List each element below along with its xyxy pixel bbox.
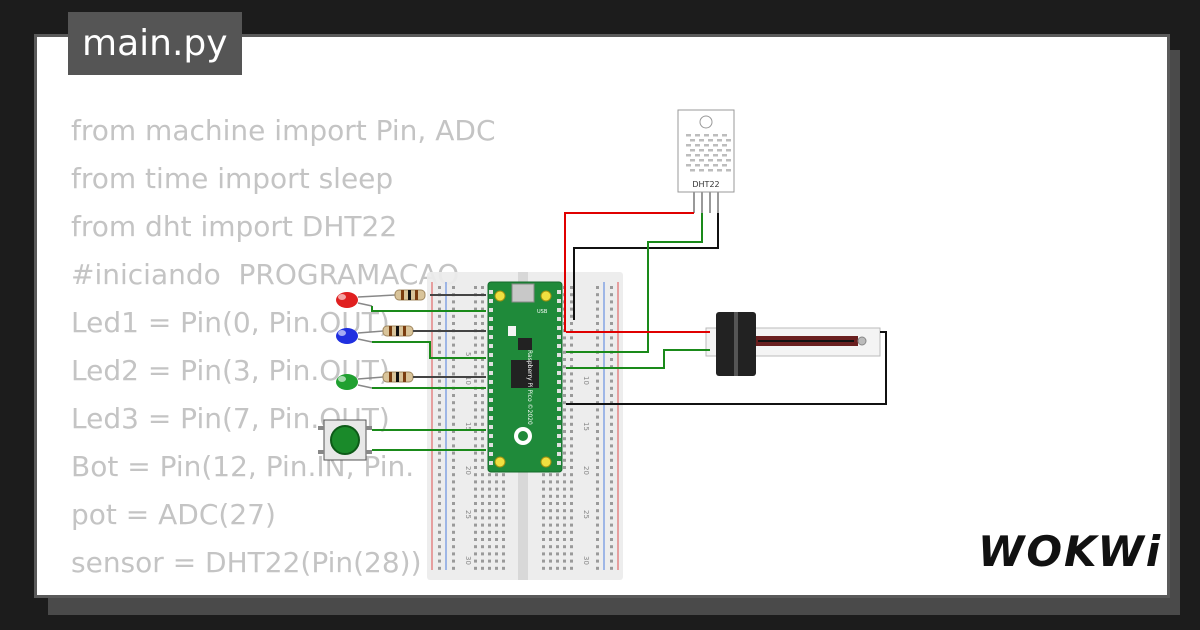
wires xyxy=(371,212,887,451)
usb-connector xyxy=(511,283,535,303)
code-listing: from machine import Pin, ADC from time i… xyxy=(71,107,496,587)
row-number: 15 xyxy=(582,422,590,431)
led-red[interactable] xyxy=(336,292,358,308)
led-green[interactable] xyxy=(336,374,358,390)
code-line: Led2 = Pin(3, Pin.OUT) xyxy=(71,354,390,387)
rp2040-chip xyxy=(511,360,539,388)
row-number: 20 xyxy=(464,466,472,475)
code-line: from dht import DHT22 xyxy=(71,210,398,243)
dht22-grille xyxy=(686,134,731,172)
code-line: Bot = Pin(12, Pin.IN, Pin. xyxy=(71,450,415,483)
row-number: 25 xyxy=(582,510,590,519)
file-tab[interactable]: main.py xyxy=(68,12,242,75)
row-number: 10 xyxy=(464,376,472,385)
row-number: 10 xyxy=(582,376,590,385)
row-number: 30 xyxy=(464,556,472,565)
slide-potentiometer[interactable] xyxy=(705,312,881,376)
resistor[interactable] xyxy=(382,325,414,337)
code-line: sensor = DHT22(Pin(28)) xyxy=(71,546,422,579)
dht22-sensor[interactable]: DHT22 xyxy=(677,109,735,213)
row-number: 25 xyxy=(464,510,472,519)
row-number: 30 xyxy=(582,556,590,565)
raspberry-pi-pico[interactable]: USB Raspberry Pi Pico ©2020 xyxy=(487,281,563,473)
row-number: 5 xyxy=(464,352,472,356)
breadboard-row-numbers: 5 10 15 20 25 30 10 15 20 25 30 xyxy=(464,352,590,565)
code-line: Led1 = Pin(0, Pin.OUT) xyxy=(71,306,390,339)
board-label: Raspberry Pi Pico ©2020 xyxy=(526,350,533,425)
code-line: pot = ADC(27) xyxy=(71,498,276,531)
led-blue[interactable] xyxy=(336,328,358,344)
resistor[interactable] xyxy=(394,289,426,301)
row-number: 15 xyxy=(464,422,472,431)
sensor-label: DHT22 xyxy=(692,180,719,189)
row-number: 20 xyxy=(582,466,590,475)
usb-label: USB xyxy=(537,309,548,315)
code-line: from time import sleep xyxy=(71,162,394,195)
wokwi-logo: WOKWi xyxy=(978,527,1162,576)
pico-pins xyxy=(489,290,561,465)
resistor[interactable] xyxy=(382,371,414,383)
code-line: #iniciando PROGRAMACAO xyxy=(71,258,460,291)
pushbutton[interactable] xyxy=(318,419,372,461)
code-line: from machine import Pin, ADC xyxy=(71,114,496,147)
